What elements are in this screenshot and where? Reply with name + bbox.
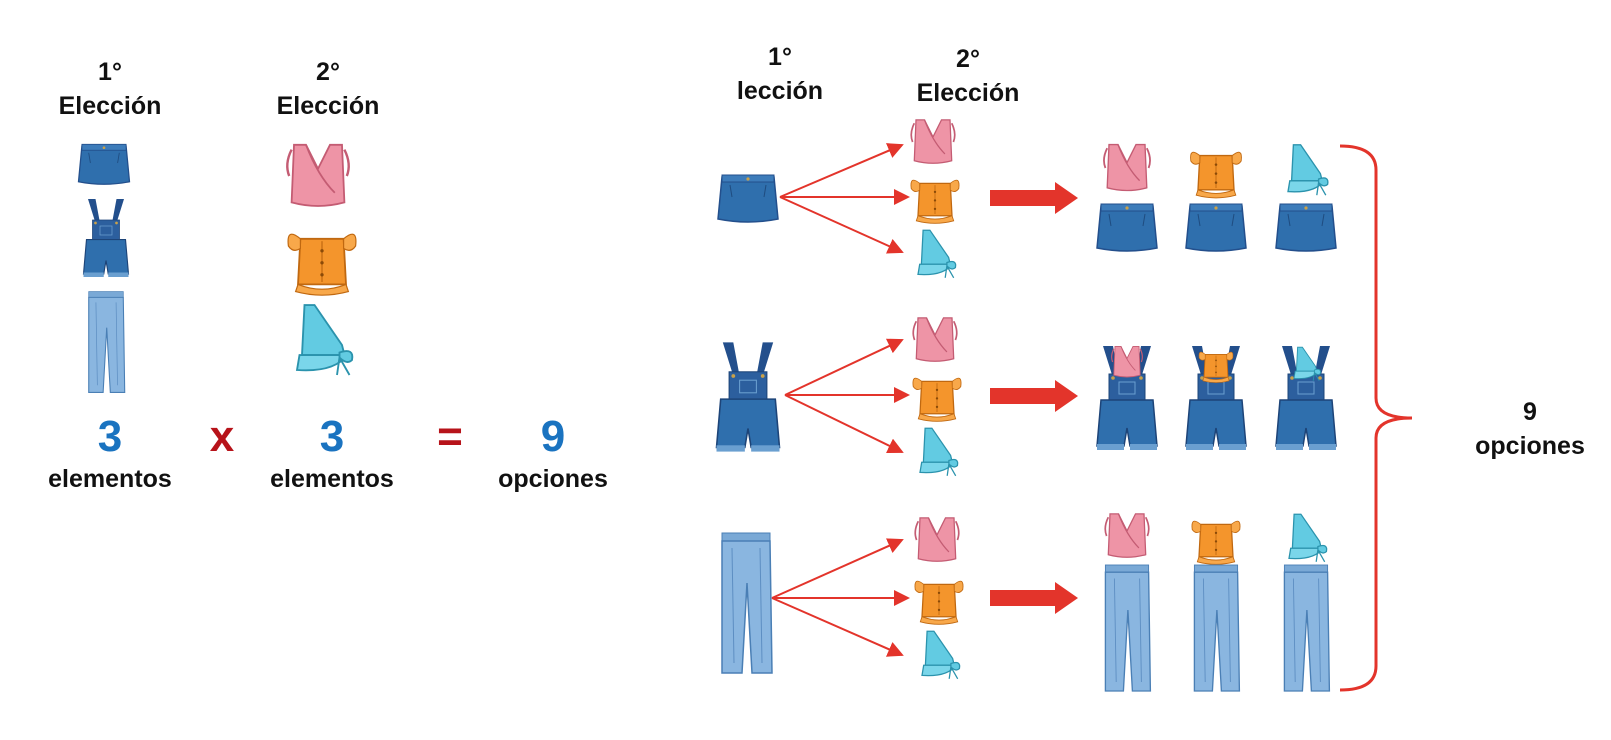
row1-result-arrow xyxy=(990,182,1078,214)
eq-second-unit: elementos xyxy=(270,465,394,493)
eq-second-value: 3 xyxy=(319,412,345,461)
left-second-choice-label: Elección xyxy=(276,92,380,120)
right-second-choice-heading: 2° Elección xyxy=(888,42,1048,110)
right-first-choice-heading: 1° lección xyxy=(700,40,860,108)
row3-branch-arrows xyxy=(771,538,910,657)
row2-overalls-icon xyxy=(715,341,781,453)
jeans-icon xyxy=(88,291,126,393)
row2-cyan-top-icon xyxy=(919,427,959,477)
left-first-choice-label: Elección xyxy=(58,92,162,120)
row1-orange-top-icon xyxy=(910,179,960,224)
row1-outfits xyxy=(1096,143,1337,252)
row3-result-arrow xyxy=(990,582,1078,614)
times-symbol: x xyxy=(209,412,235,461)
total-options-label: 9 opciones xyxy=(1455,395,1605,463)
left-first-choice-number: 1° xyxy=(98,58,122,86)
row2-pink-top-icon xyxy=(912,317,958,363)
row1-cyan-top-icon xyxy=(917,229,957,279)
eq-result-value: 9 xyxy=(540,412,566,461)
pink-ruffle-top-icon xyxy=(286,143,350,208)
overalls-icon xyxy=(82,198,130,278)
total-options-value: 9 xyxy=(1523,398,1537,426)
total-options-text: opciones xyxy=(1475,432,1585,460)
row3-cyan-top-icon xyxy=(921,630,961,680)
right-second-choice-label: Elección xyxy=(916,79,1020,107)
left-second-choice-number: 2° xyxy=(316,58,340,86)
row1-skirt-icon xyxy=(717,174,779,223)
right-first-choice-label: lección xyxy=(736,77,824,105)
grouping-brace xyxy=(1339,144,1413,692)
row3-pink-top-icon xyxy=(914,517,960,563)
left-second-choice-heading: 2° Elección xyxy=(248,55,408,123)
skirt-icon xyxy=(77,143,131,185)
eq-result-unit: opciones xyxy=(498,465,608,493)
eq-first-unit: elementos xyxy=(48,465,172,493)
row3-outfits xyxy=(1104,513,1331,692)
blue-one-shoulder-top-icon xyxy=(296,304,354,376)
row1-branch-arrows xyxy=(779,143,910,254)
eq-first-value: 3 xyxy=(97,412,123,461)
row2-outfits xyxy=(1096,345,1337,451)
row3-jeans-icon xyxy=(721,532,773,674)
row2-result-arrow xyxy=(990,380,1078,412)
left-first-choice-heading: 1° Elección xyxy=(30,55,190,123)
equals-symbol: = xyxy=(437,412,463,461)
row2-branch-arrows xyxy=(784,338,910,454)
row1-pink-top-icon xyxy=(910,119,956,165)
row3-orange-top-icon xyxy=(914,580,964,625)
right-second-choice-number: 2° xyxy=(956,45,980,73)
row2-orange-top-icon xyxy=(912,377,962,422)
orange-ruffle-top-icon xyxy=(287,233,357,297)
right-first-choice-number: 1° xyxy=(768,43,792,71)
